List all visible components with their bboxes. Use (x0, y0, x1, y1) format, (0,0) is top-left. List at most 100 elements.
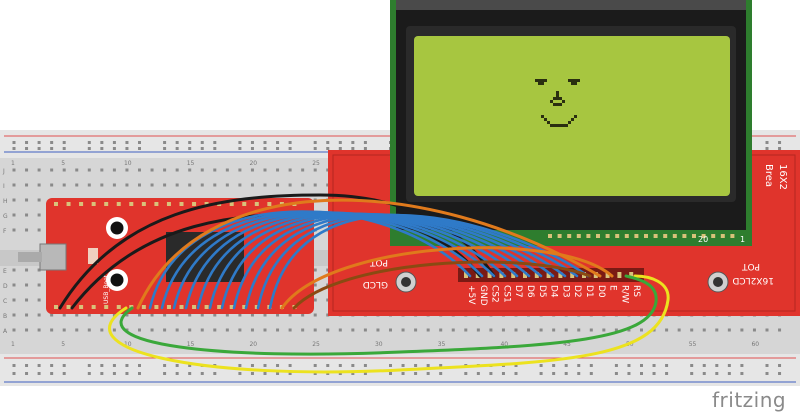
hole (740, 328, 744, 332)
mcu-pin (66, 202, 71, 206)
rail-hole (213, 372, 217, 375)
rail-hole (589, 364, 593, 367)
hole (138, 313, 141, 317)
column-number: 15 (187, 160, 195, 167)
hole (288, 183, 292, 187)
rail-hole (552, 364, 556, 367)
face-pixel (553, 97, 556, 100)
mcu-pin (54, 305, 58, 309)
hole (175, 183, 179, 187)
hole (138, 183, 141, 187)
face-pixel (571, 82, 574, 85)
hole (175, 168, 179, 172)
hole (665, 328, 669, 332)
rail-hole (37, 141, 41, 144)
hole (175, 328, 179, 332)
rail-hole (476, 372, 480, 375)
hole (238, 313, 242, 317)
pin-label: +5V (466, 285, 476, 305)
hole (752, 328, 756, 332)
lcd-pin (548, 234, 552, 238)
face-pixel (535, 79, 538, 82)
hole (50, 313, 54, 317)
hole (112, 328, 116, 332)
hole (577, 328, 581, 332)
lcd-pin (682, 234, 687, 238)
lcd-pin (663, 234, 668, 238)
rail-hole (715, 372, 719, 375)
hole (87, 183, 91, 187)
rail-hole (50, 364, 54, 367)
rail-hole (100, 372, 104, 375)
hole (175, 313, 179, 317)
rail-hole (401, 372, 405, 375)
rail-hole (100, 364, 104, 367)
column-number: 1 (11, 160, 15, 167)
smiley-face-display (535, 79, 580, 127)
face-pixel (556, 97, 559, 100)
rail-hole (238, 147, 242, 150)
rail-hole (426, 364, 430, 367)
pin-label: D1 (584, 285, 594, 298)
hole (288, 168, 292, 172)
hole (301, 313, 305, 317)
hole (715, 328, 719, 332)
face-pixel (538, 79, 541, 82)
rail-hole (351, 364, 355, 367)
lcd-screen (414, 36, 730, 196)
rail-hole (489, 372, 493, 375)
rail-hole (250, 372, 254, 375)
hole (37, 198, 41, 202)
wire-yellow (108, 274, 670, 374)
rail-hole (288, 372, 292, 375)
rail-hole (363, 364, 367, 367)
header-pin (570, 272, 575, 278)
face-pixel (559, 103, 562, 106)
rail-hole (778, 372, 782, 375)
rail-hole (313, 147, 317, 150)
mcu-pin (242, 202, 247, 206)
pot-left-knob (401, 277, 411, 287)
hole (376, 328, 380, 332)
rail-hole (263, 364, 267, 367)
face-pixel (574, 79, 577, 82)
face-pixel (550, 100, 553, 103)
mcu-pin (204, 202, 209, 206)
hole (225, 313, 229, 317)
reset-button-cap (110, 221, 124, 235)
rail-hole (652, 372, 656, 375)
rail-hole (112, 147, 116, 150)
hole (75, 183, 79, 187)
rail-hole (564, 364, 568, 367)
hole (188, 183, 192, 187)
hole (765, 328, 769, 332)
hole (338, 328, 342, 332)
header-pin (546, 272, 551, 278)
rail-hole (12, 364, 16, 367)
rail-hole (589, 372, 593, 375)
mcu-pin (166, 202, 171, 206)
hole (250, 183, 254, 187)
face-pixel (556, 124, 559, 127)
rail-hole (263, 147, 267, 150)
hole (163, 313, 167, 317)
rail-hole (765, 141, 769, 144)
hole (100, 183, 104, 187)
label-glcd: GLCD (363, 279, 388, 289)
rail-hole (50, 141, 54, 144)
hole (313, 313, 317, 317)
lcd-pin (634, 234, 639, 238)
lcd-pin (701, 234, 706, 238)
mcu-pin (154, 305, 159, 309)
face-pixel (568, 121, 571, 124)
rail-hole (501, 372, 505, 375)
hole (50, 183, 54, 187)
rail-hole (313, 372, 317, 375)
fritzing-logo: fritzing (712, 388, 787, 412)
mcu-pin (217, 305, 222, 309)
hole (12, 213, 16, 217)
face-pixel (544, 118, 547, 121)
hole (627, 328, 631, 332)
rail-hole (439, 364, 443, 367)
rail-hole (138, 364, 141, 367)
